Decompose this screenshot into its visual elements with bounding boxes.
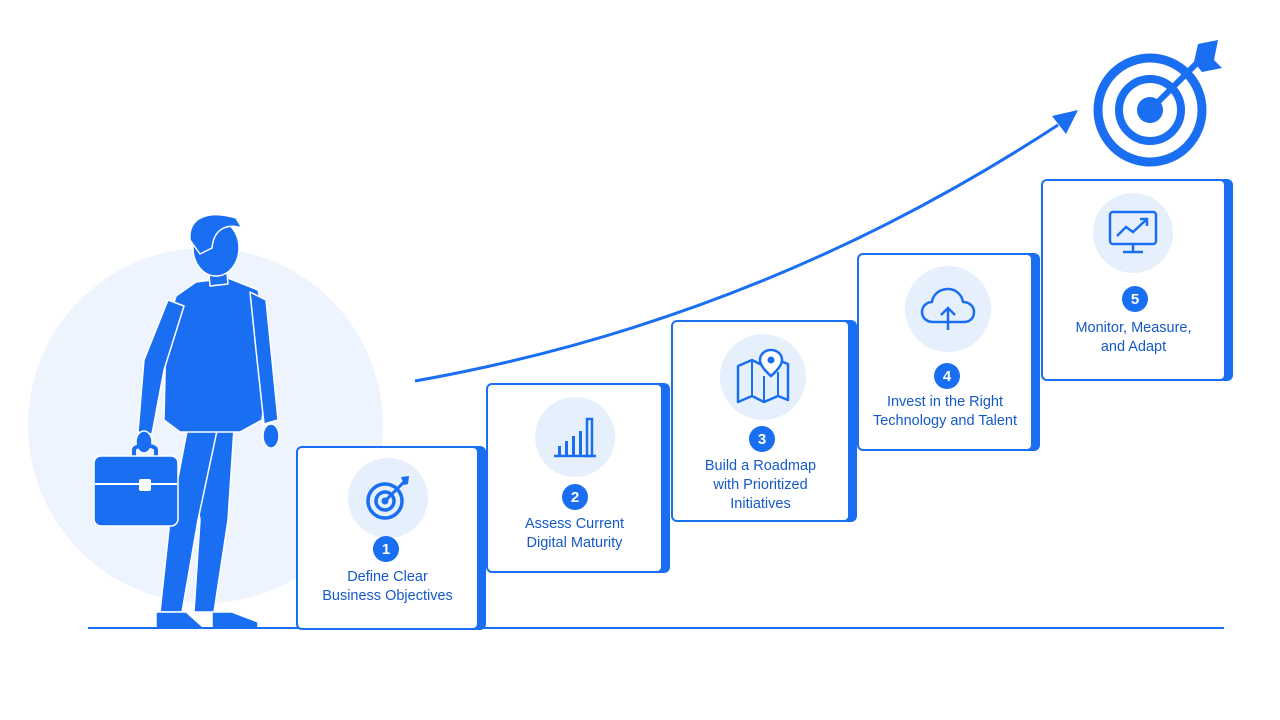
step-2-card: 2 Assess Current Digital Maturity <box>486 383 663 573</box>
step-4-label: Invest in the Right Technology and Talen… <box>872 394 1018 429</box>
step-2-label: Assess Current Digital Maturity <box>524 516 625 551</box>
step-3-number: 3 <box>749 426 775 452</box>
step-1-label: Define Clear Business Objectives <box>322 569 453 604</box>
step-5-card: 5 Monitor, Measure, and Adapt <box>1041 179 1226 381</box>
step-2-number: 2 <box>562 484 588 510</box>
briefcase-icon <box>93 443 179 527</box>
cloud-upload-icon <box>920 287 976 330</box>
monitor-chart-icon <box>1108 210 1158 254</box>
step-5-icon-circle <box>1093 193 1173 273</box>
step-4-card: 4 Invest in the Right Technology and Tal… <box>857 253 1033 451</box>
step-1-number: 1 <box>373 536 399 562</box>
businessman-figure <box>93 214 280 629</box>
step-5-number: 5 <box>1122 286 1148 312</box>
step-2-icon-circle <box>535 397 615 477</box>
step-3-card: 3 Build a Roadmap with Prioritized Initi… <box>671 320 850 522</box>
bar-chart-icon <box>554 417 596 458</box>
step-5-label: Monitor, Measure, and Adapt <box>1075 320 1192 355</box>
step-1-card: 1 Define Clear Business Objectives <box>296 446 479 630</box>
target-icon <box>366 476 409 520</box>
step-4-icon-circle <box>905 266 991 352</box>
goal-target-icon <box>1093 40 1222 167</box>
step-4-number: 4 <box>934 363 960 389</box>
map-pin-icon <box>736 348 790 404</box>
step-3-icon-circle <box>720 334 806 420</box>
ground-line <box>88 627 1224 629</box>
step-3-label: Build a Roadmap with Prioritized Initiat… <box>704 458 817 512</box>
step-1-icon-circle <box>348 458 428 538</box>
